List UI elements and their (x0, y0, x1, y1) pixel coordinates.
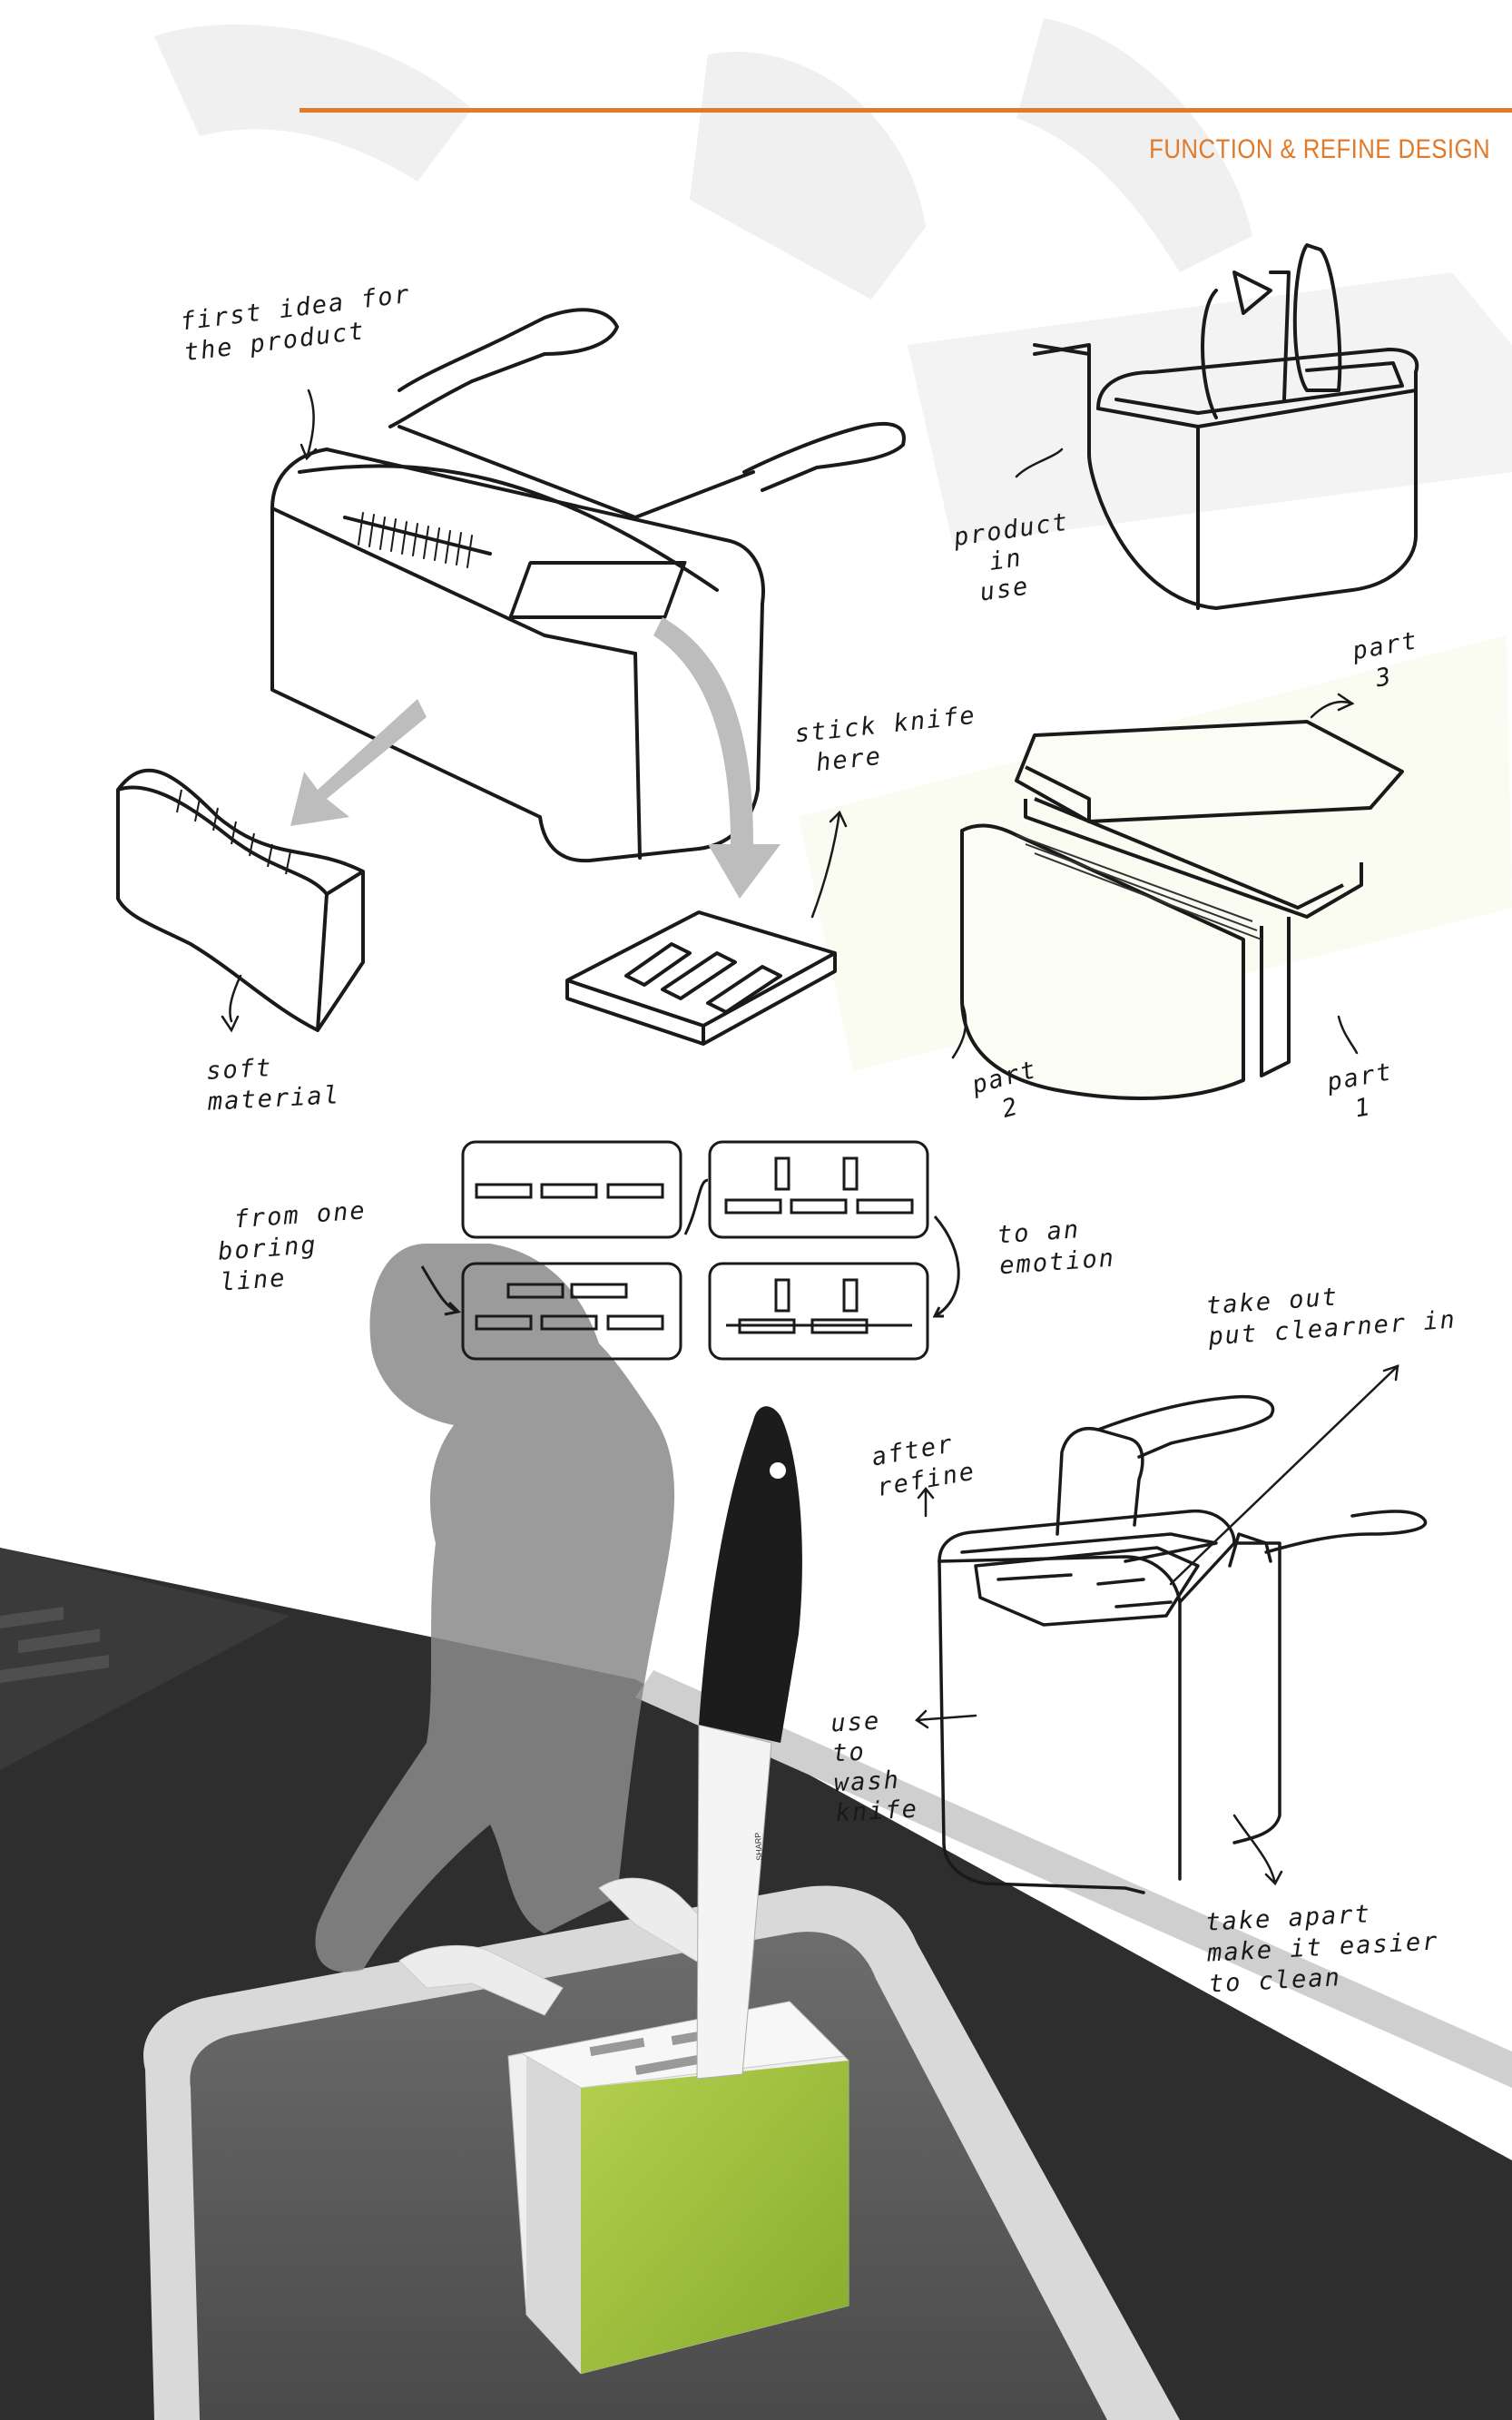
flow-arrows (290, 617, 781, 899)
note-to-an-emotion: to an emotion (997, 1213, 1116, 1283)
header-accent-rule (299, 108, 1512, 113)
sketch-soft-material (116, 768, 365, 1032)
note-soft-material: soft material (205, 1049, 340, 1118)
note-product-in-use: product in use (952, 508, 1079, 611)
drain-rack-icon (0, 1607, 109, 1683)
note-from-one: from one boring line (215, 1195, 372, 1298)
sketch-curved-arrows (420, 1178, 960, 1318)
sketch-after-refine (938, 1395, 1428, 1894)
note-line: wash (833, 1766, 901, 1798)
person-shadow (315, 1244, 675, 1972)
sketch-exploded-parts (960, 720, 1404, 1100)
sketch-product-in-use (1033, 243, 1419, 610)
note-line: use (830, 1707, 881, 1738)
note-part-1: part 1 (1325, 1057, 1401, 1129)
note-use-to-wash: use to wash knife (830, 1705, 919, 1829)
knife-brand-label: SHARP (752, 1832, 764, 1861)
product-render (398, 1877, 849, 2375)
page-title: FUNCTION & REFINE DESIGN (1149, 134, 1490, 164)
sketch-slot-insert (565, 910, 837, 1046)
sketch-slot-layouts (461, 1140, 929, 1361)
note-line: knife (834, 1795, 919, 1828)
note-line: to (831, 1737, 867, 1768)
knife-render (696, 1406, 802, 2080)
annotation-arrows (221, 389, 1399, 1886)
note-part-3: part 3 (1350, 625, 1427, 698)
note-take-apart: take apart make it easier to clean (1205, 1895, 1442, 2000)
